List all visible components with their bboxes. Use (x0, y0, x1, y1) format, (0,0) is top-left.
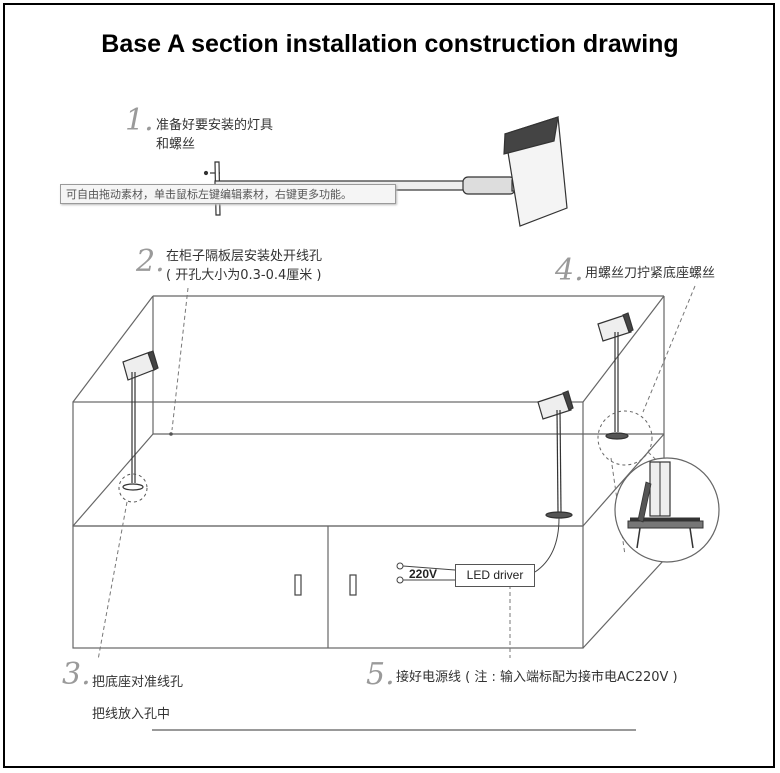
step5-line1: 接好电源线 ( 注 : 输入端标配为接市电AC220V ) (396, 670, 678, 685)
cabinet-left-top-edge (72, 295, 154, 403)
right-lamp-detail-circle (597, 410, 653, 466)
step2-caption: 在柜子隔板层安装处开线孔 ( 开孔大小为0.3-0.4厘米 ) (166, 247, 322, 285)
step2-line2: ( 开孔大小为0.3-0.4厘米 ) (166, 268, 322, 283)
step2-line1: 在柜子隔板层安装处开线孔 (166, 249, 323, 264)
cabinet-right-top-edge (582, 295, 665, 403)
voltage-label: 220V (409, 567, 438, 581)
cabinet-bottom-right-edge (582, 559, 665, 649)
step5-number: 5. (366, 657, 395, 692)
step3-leader (97, 501, 128, 661)
right-lamp (597, 312, 634, 440)
left-door-handle (294, 574, 302, 596)
drawing-title: Base A section installation construction… (101, 30, 679, 58)
step5-caption: 接好电源线 ( 注 : 输入端标配为接市电AC220V ) (396, 668, 678, 687)
middle-lamp (537, 390, 574, 519)
shelf-left-edge (72, 433, 154, 527)
step2-leader (171, 287, 189, 431)
editor-tooltip: 可自由拖动素材，单击鼠标左键编辑素材，右键更多功能。 (60, 184, 396, 204)
right-door-handle (349, 574, 357, 596)
step4-caption: 用螺丝刀拧紧底座螺丝 (585, 264, 715, 283)
step4-leader (642, 285, 696, 413)
step3-line1: 把底座对准线孔 (92, 675, 184, 690)
wiring (396, 517, 560, 584)
step1-caption: 准备好要安装的灯具 和螺丝 (156, 116, 273, 154)
left-lamp (122, 350, 159, 491)
zoom-detail (610, 451, 720, 563)
step4-line1: 用螺丝刀拧紧底座螺丝 (585, 266, 716, 281)
step2-number: 2. (136, 244, 165, 279)
step1-number: 1. (125, 103, 154, 138)
step3-caption: 把底座对准线孔 把线放入孔中 (92, 667, 183, 731)
step1-line1: 准备好要安装的灯具 (156, 118, 274, 133)
left-lamp-detail-circle (118, 473, 148, 503)
drill-hole (169, 432, 173, 436)
step3-number: 3. (62, 657, 91, 692)
step4-number: 4. (555, 253, 584, 288)
cabinet-upper-front (72, 401, 584, 527)
step1-line2: 和螺丝 (156, 137, 196, 152)
shelf-right-edge (582, 433, 665, 527)
step3-line2: 把线放入孔中 (92, 707, 171, 722)
led-driver-box: LED driver (455, 564, 535, 587)
